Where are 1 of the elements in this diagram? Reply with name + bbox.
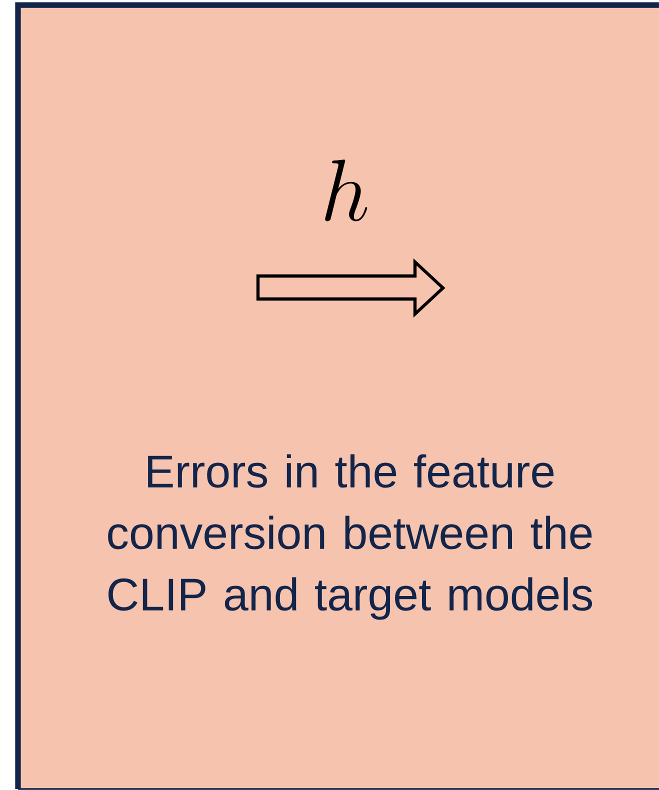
formula-label: $h$ <box>325 160 368 222</box>
